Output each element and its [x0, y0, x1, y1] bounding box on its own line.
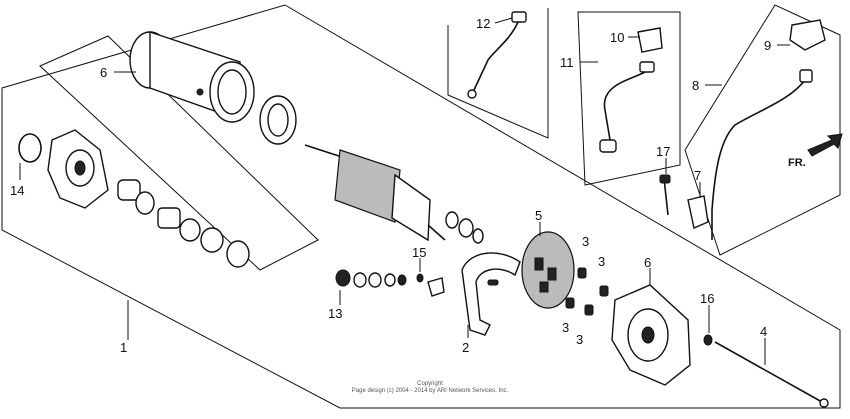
outer-frame	[1, 4, 841, 409]
ground-cable	[467, 11, 527, 99]
label-6-bottom: 6	[644, 255, 651, 270]
leader-lines	[19, 17, 790, 365]
label-5: 5	[535, 208, 542, 223]
label-13: 13	[328, 306, 342, 321]
label-2: 2	[462, 340, 469, 355]
brush-plate	[461, 252, 521, 336]
magnet-ring	[259, 95, 297, 145]
cable-8-assembly	[659, 19, 826, 240]
bearing	[117, 179, 250, 268]
label-3-d: 3	[576, 332, 583, 347]
label-10: 10	[610, 30, 624, 45]
starter-cable	[599, 27, 663, 153]
rear-cover	[611, 284, 691, 386]
terminal-nuts	[335, 269, 499, 297]
screws	[565, 267, 609, 316]
front-cover	[47, 129, 109, 209]
yoke-housing	[129, 31, 255, 123]
label-3-c: 3	[562, 320, 569, 335]
armature	[304, 144, 446, 242]
cable-box-8	[684, 4, 841, 256]
copyright-line-1: Copyright	[417, 381, 443, 387]
label-4: 4	[760, 324, 767, 339]
label-6-top: 6	[100, 65, 107, 80]
armature-washers	[445, 211, 484, 244]
label-9: 9	[764, 38, 771, 53]
o-ring	[18, 133, 42, 163]
front-arrow	[807, 133, 843, 157]
brush-holder	[521, 231, 575, 309]
cable-box-12	[447, 8, 549, 139]
label-16: 16	[700, 291, 714, 306]
callout-labels: 6 14 1 2 13 15 5 3 3 3 3 6 16 4 7 17 8 9…	[10, 16, 806, 355]
label-8: 8	[692, 78, 699, 93]
label-17: 17	[656, 144, 670, 159]
copyright-line-2: Page design (c) 2004 - 2014 by ARI Netwo…	[351, 388, 509, 394]
label-3-a: 3	[582, 234, 589, 249]
label-15: 15	[412, 245, 426, 260]
kit-box	[39, 35, 319, 271]
label-11: 11	[560, 55, 574, 70]
label-12: 12	[476, 16, 490, 31]
label-fr: FR.	[788, 157, 806, 169]
bolt-assembly	[703, 334, 829, 408]
label-14: 14	[10, 183, 24, 198]
label-7: 7	[694, 168, 701, 183]
label-1: 1	[120, 340, 127, 355]
label-3-b: 3	[598, 254, 605, 269]
cable-box-11	[577, 11, 681, 186]
